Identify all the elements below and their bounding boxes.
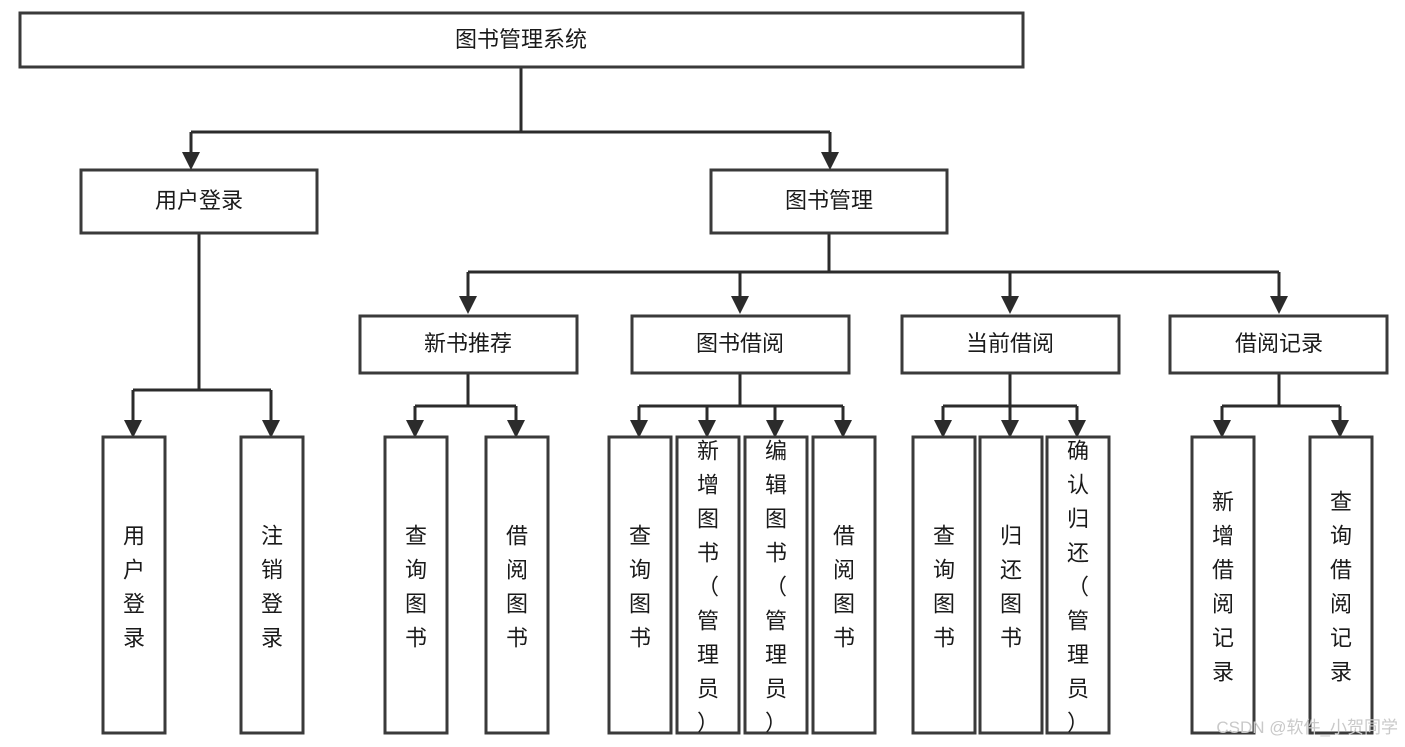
node-root[interactable]: 图书管理系统 xyxy=(18,11,1025,69)
node-leaf-user-logout[interactable]: 注销登录 xyxy=(239,435,305,735)
connector-group-borrow-record xyxy=(1213,373,1349,438)
node-leaf-query-book-3-box[interactable] xyxy=(911,435,977,735)
node-leaf-edit-book-label: 编辑图书（管理员） xyxy=(765,439,787,736)
node-leaf-user-login-label: 用户登录 xyxy=(123,524,145,651)
node-user-login-box[interactable] xyxy=(79,168,319,235)
node-leaf-return-book-label: 归还图书 xyxy=(1000,524,1022,651)
connector-group-root xyxy=(182,67,839,170)
node-leaf-return-book[interactable]: 归还图书 xyxy=(978,435,1044,735)
node-leaf-confirm-return-box[interactable] xyxy=(1045,435,1111,735)
connector-group-current-borrow xyxy=(934,373,1086,438)
node-book-borrow[interactable]: 图书借阅 xyxy=(630,314,851,375)
node-leaf-add-record-box[interactable] xyxy=(1190,435,1256,735)
node-leaf-user-logout-box[interactable] xyxy=(239,435,305,735)
arrow-to-leaf-query-book-3-icon xyxy=(934,420,952,438)
node-root-box[interactable] xyxy=(18,11,1025,69)
node-leaf-query-book-2-box[interactable] xyxy=(607,435,673,735)
node-leaf-query-record-box[interactable] xyxy=(1308,435,1374,735)
node-current-borrow-box[interactable] xyxy=(900,314,1121,375)
connector-group-user-login xyxy=(124,233,280,438)
node-new-book-recommend-box[interactable] xyxy=(358,314,579,375)
arrow-to-leaf-add-record-icon xyxy=(1213,420,1231,438)
arrow-to-leaf-query-record-icon xyxy=(1331,420,1349,438)
node-user-login-label: 用户登录 xyxy=(155,188,243,213)
node-book-borrow-box[interactable] xyxy=(630,314,851,375)
node-book-borrow-label: 图书借阅 xyxy=(696,331,784,356)
node-leaf-borrow-book-1-label: 借阅图书 xyxy=(506,524,528,651)
node-leaf-borrow-book-2-label: 借阅图书 xyxy=(833,524,855,651)
watermark-label: CSDN @软件_小贺同学 xyxy=(1216,718,1398,737)
connector-group-book-borrow xyxy=(630,373,852,438)
connector-group-new-book-recommend xyxy=(406,373,525,438)
node-leaf-query-book-1[interactable]: 查询图书 xyxy=(383,435,449,735)
node-leaf-return-book-box[interactable] xyxy=(978,435,1044,735)
arrow-to-leaf-return-book-icon xyxy=(1001,420,1019,438)
node-leaf-add-record-label: 新增借阅记录 xyxy=(1212,490,1234,685)
node-leaf-confirm-return-label: 确认归还（管理员） xyxy=(1067,439,1089,736)
node-book-manage[interactable]: 图书管理 xyxy=(709,168,949,235)
node-leaf-edit-book-box[interactable] xyxy=(743,435,809,735)
node-leaf-add-record[interactable]: 新增借阅记录 xyxy=(1190,435,1256,735)
node-leaf-edit-book[interactable]: 编辑图书（管理员） xyxy=(743,435,809,736)
node-leaf-query-book-1-box[interactable] xyxy=(383,435,449,735)
arrow-to-leaf-edit-book-icon xyxy=(766,420,784,438)
node-leaf-borrow-book-1-box[interactable] xyxy=(484,435,550,735)
arrow-to-leaf-borrow-book-2-icon xyxy=(834,420,852,438)
node-current-borrow[interactable]: 当前借阅 xyxy=(900,314,1121,375)
arrow-to-leaf-user-login-icon xyxy=(124,420,142,438)
arrow-to-book-borrow-icon xyxy=(731,296,749,314)
arrow-to-leaf-user-logout-icon xyxy=(262,420,280,438)
node-book-manage-box[interactable] xyxy=(709,168,949,235)
node-borrow-record-box[interactable] xyxy=(1168,314,1389,375)
node-leaf-query-book-1-label: 查询图书 xyxy=(405,524,427,651)
arrow-to-leaf-query-book-1-icon xyxy=(406,420,424,438)
node-root-label: 图书管理系统 xyxy=(455,27,587,52)
arrow-to-leaf-borrow-book-1-icon xyxy=(507,420,525,438)
node-leaf-borrow-book-2[interactable]: 借阅图书 xyxy=(811,435,877,735)
arrow-to-leaf-add-book-icon xyxy=(698,420,716,438)
node-leaf-confirm-return[interactable]: 确认归还（管理员） xyxy=(1045,435,1111,736)
node-leaf-query-record[interactable]: 查询借阅记录 xyxy=(1308,435,1374,735)
node-leaf-query-book-3[interactable]: 查询图书 xyxy=(911,435,977,735)
arrow-to-user-login-icon xyxy=(182,152,200,170)
arrow-to-borrow-record-icon xyxy=(1270,296,1288,314)
node-leaf-add-book-box[interactable] xyxy=(675,435,741,735)
node-leaf-add-book-label: 新增图书（管理员） xyxy=(697,439,719,736)
node-leaf-user-logout-label: 注销登录 xyxy=(261,524,283,651)
node-leaf-user-login[interactable]: 用户登录 xyxy=(101,435,167,735)
connector-group-book-manage xyxy=(459,233,1288,314)
node-borrow-record-label: 借阅记录 xyxy=(1235,331,1323,356)
arrow-to-leaf-confirm-return-icon xyxy=(1068,420,1086,438)
arrow-to-current-borrow-icon xyxy=(1001,296,1019,314)
node-new-book-recommend[interactable]: 新书推荐 xyxy=(358,314,579,375)
arrow-to-book-manage-icon xyxy=(821,152,839,170)
arrow-to-leaf-query-book-2-icon xyxy=(630,420,648,438)
node-current-borrow-label: 当前借阅 xyxy=(966,331,1054,356)
node-leaf-query-book-2[interactable]: 查询图书 xyxy=(607,435,673,735)
node-leaf-add-book[interactable]: 新增图书（管理员） xyxy=(675,435,741,736)
node-leaf-query-record-label: 查询借阅记录 xyxy=(1330,490,1352,685)
node-new-book-recommend-label: 新书推荐 xyxy=(424,331,512,356)
node-book-manage-label: 图书管理 xyxy=(785,188,873,213)
node-leaf-query-book-2-label: 查询图书 xyxy=(629,524,651,651)
node-borrow-record[interactable]: 借阅记录 xyxy=(1168,314,1389,375)
node-leaf-borrow-book-2-box[interactable] xyxy=(811,435,877,735)
node-user-login[interactable]: 用户登录 xyxy=(79,168,319,235)
node-leaf-query-book-3-label: 查询图书 xyxy=(933,524,955,651)
arrow-to-new-book-recommend-icon xyxy=(459,296,477,314)
node-leaf-borrow-book-1[interactable]: 借阅图书 xyxy=(484,435,550,735)
node-leaf-user-login-box[interactable] xyxy=(101,435,167,735)
